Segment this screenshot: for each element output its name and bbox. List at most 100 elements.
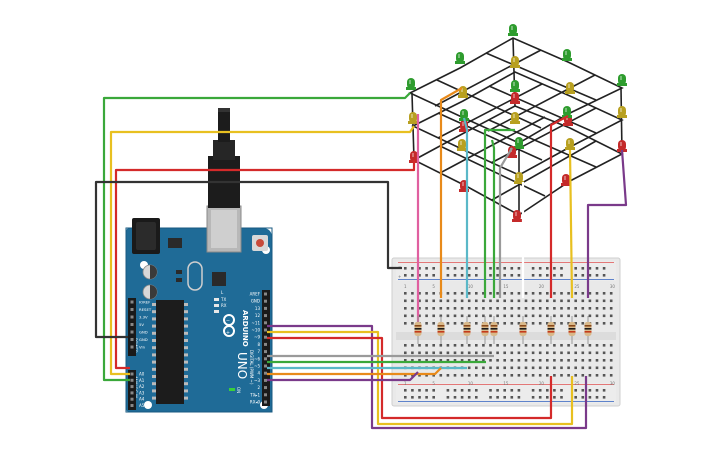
terminal-hole[interactable]: [546, 344, 549, 347]
rail-hole[interactable]: [496, 274, 499, 277]
rail-hole[interactable]: [503, 267, 506, 270]
terminal-hole[interactable]: [531, 292, 535, 295]
rail-hole[interactable]: [404, 396, 407, 399]
terminal-hole[interactable]: [574, 359, 577, 362]
led-yellow[interactable]: [458, 86, 468, 98]
rail-hole[interactable]: [411, 267, 414, 270]
terminal-hole[interactable]: [531, 344, 535, 347]
terminal-hole[interactable]: [439, 351, 443, 355]
rail-hole[interactable]: [574, 274, 577, 277]
terminal-hole[interactable]: [595, 322, 599, 325]
terminal-hole[interactable]: [496, 359, 499, 362]
terminal-hole[interactable]: [510, 314, 514, 318]
terminal-hole[interactable]: [567, 344, 570, 347]
terminal-hole[interactable]: [460, 344, 464, 347]
terminal-hole[interactable]: [503, 314, 506, 318]
terminal-hole[interactable]: [531, 307, 535, 310]
terminal-hole[interactable]: [595, 344, 599, 347]
terminal-hole[interactable]: [524, 374, 528, 377]
rail-hole[interactable]: [460, 267, 464, 270]
terminal-hole[interactable]: [602, 292, 606, 295]
terminal-hole[interactable]: [588, 351, 592, 355]
terminal-hole[interactable]: [546, 292, 549, 295]
terminal-hole[interactable]: [595, 351, 599, 355]
terminal-hole[interactable]: [482, 374, 485, 377]
rail-hole[interactable]: [489, 389, 492, 392]
terminal-hole[interactable]: [467, 314, 471, 318]
rail-hole[interactable]: [475, 396, 478, 399]
terminal-hole[interactable]: [489, 351, 492, 355]
terminal-hole[interactable]: [510, 344, 514, 347]
rail-hole[interactable]: [574, 389, 577, 392]
terminal-hole[interactable]: [453, 374, 457, 377]
terminal-hole[interactable]: [524, 344, 528, 347]
terminal-hole[interactable]: [425, 344, 428, 347]
terminal-hole[interactable]: [595, 292, 599, 295]
usb-cable[interactable]: [208, 108, 240, 208]
rail-hole[interactable]: [553, 267, 556, 270]
terminal-hole[interactable]: [574, 344, 577, 347]
wires[interactable]: [94, 87, 628, 430]
rail-hole[interactable]: [425, 267, 428, 270]
terminal-hole[interactable]: [538, 344, 542, 347]
header-pin[interactable]: [130, 385, 134, 389]
terminal-hole[interactable]: [531, 366, 535, 370]
terminal-hole[interactable]: [404, 344, 407, 347]
rail-hole[interactable]: [510, 389, 514, 392]
rail-hole[interactable]: [588, 267, 592, 270]
terminal-hole[interactable]: [439, 314, 443, 318]
terminal-hole[interactable]: [425, 374, 428, 377]
terminal-hole[interactable]: [560, 344, 563, 347]
header-pin[interactable]: [264, 292, 267, 296]
rail-hole[interactable]: [453, 396, 457, 399]
terminal-hole[interactable]: [567, 299, 570, 303]
terminal-hole[interactable]: [411, 314, 414, 318]
terminal-hole[interactable]: [482, 351, 485, 355]
resistor[interactable]: [437, 316, 445, 344]
terminal-hole[interactable]: [432, 322, 435, 325]
terminal-hole[interactable]: [453, 351, 457, 355]
terminal-hole[interactable]: [538, 299, 542, 303]
terminal-hole[interactable]: [595, 359, 599, 362]
rail-hole[interactable]: [432, 267, 435, 270]
terminal-hole[interactable]: [553, 359, 556, 362]
terminal-hole[interactable]: [404, 299, 407, 303]
rail-hole[interactable]: [574, 267, 577, 270]
terminal-hole[interactable]: [581, 307, 585, 310]
terminal-hole[interactable]: [588, 374, 592, 377]
terminal-hole[interactable]: [567, 359, 570, 362]
terminal-hole[interactable]: [503, 366, 506, 370]
rail-hole[interactable]: [432, 396, 435, 399]
terminal-hole[interactable]: [489, 344, 492, 347]
power-header[interactable]: [128, 298, 136, 356]
terminal-hole[interactable]: [418, 307, 421, 310]
terminal-hole[interactable]: [524, 359, 528, 362]
header-pin[interactable]: [130, 308, 134, 311]
terminal-hole[interactable]: [517, 299, 521, 303]
terminal-hole[interactable]: [588, 299, 592, 303]
rail-hole[interactable]: [467, 396, 471, 399]
terminal-hole[interactable]: [574, 322, 577, 325]
terminal-hole[interactable]: [432, 314, 435, 318]
terminal-hole[interactable]: [482, 292, 485, 295]
terminal-hole[interactable]: [503, 359, 506, 362]
header-pin[interactable]: [130, 391, 134, 395]
led-yellow[interactable]: [510, 112, 520, 124]
led-yellow[interactable]: [514, 172, 524, 184]
rail-hole[interactable]: [546, 389, 549, 392]
terminal-hole[interactable]: [567, 314, 570, 318]
led-yellow[interactable]: [408, 112, 418, 124]
rail-hole[interactable]: [425, 274, 428, 277]
led-yellow[interactable]: [617, 106, 627, 118]
rail-hole[interactable]: [560, 274, 563, 277]
arduino-uno-board[interactable]: TX RX L − + ARDUINO UNO ON DIGITAL (PWM …: [125, 205, 273, 413]
terminal-hole[interactable]: [503, 307, 506, 310]
terminal-hole[interactable]: [432, 374, 435, 377]
header-pin[interactable]: [130, 330, 134, 334]
terminal-hole[interactable]: [489, 299, 492, 303]
rail-hole[interactable]: [496, 389, 499, 392]
terminal-hole[interactable]: [460, 292, 464, 295]
terminal-hole[interactable]: [595, 314, 599, 318]
terminal-hole[interactable]: [475, 322, 478, 325]
rail-hole[interactable]: [446, 267, 450, 270]
